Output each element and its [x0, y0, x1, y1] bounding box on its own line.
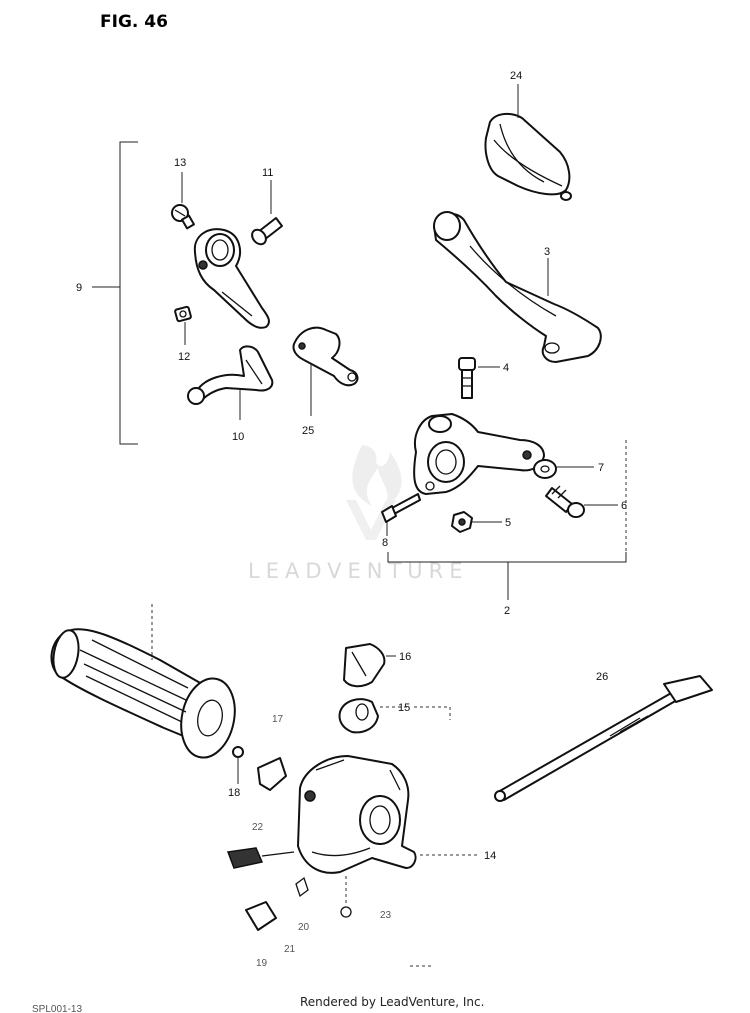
part-24-lever-cover	[484, 112, 572, 201]
watermark-text: LEADVENTURE	[248, 559, 469, 583]
callout-22: 22	[252, 822, 264, 833]
callout-11: 11	[262, 167, 273, 179]
part-7-washer	[533, 459, 557, 479]
part-9-lever-holder	[193, 228, 270, 329]
part-6-bolt	[545, 485, 585, 518]
part-18-screw	[232, 746, 244, 758]
part-15-clamp	[338, 698, 379, 734]
callout-8: 8	[382, 537, 388, 549]
callout-13: 13	[174, 157, 186, 169]
callout-18: 18	[228, 787, 240, 799]
callout-19: 19	[256, 958, 268, 969]
bracket-2	[387, 552, 627, 563]
callout-20: 20	[298, 922, 310, 933]
watermark-logo	[346, 445, 402, 540]
callout-10: 10	[232, 431, 244, 443]
callout-23: 23	[380, 910, 392, 921]
part-2-master-cylinder	[413, 413, 545, 495]
callout-14: 14	[484, 850, 496, 862]
part-16-clamp	[343, 643, 386, 688]
callout-21: 21	[284, 944, 296, 955]
callout-12: 12	[178, 351, 190, 363]
callout-24: 24	[510, 70, 522, 82]
part-13-screw	[171, 204, 195, 230]
callout-2: 2	[504, 605, 510, 617]
callout-9: 9	[76, 282, 82, 294]
part-11-pin	[251, 217, 283, 246]
part-5-nut	[451, 511, 473, 533]
drawing-code: SPL001-13	[32, 1004, 82, 1013]
callout-3: 3	[544, 246, 550, 258]
part-12-nut	[174, 305, 192, 323]
part-14-throttle-housing	[297, 755, 417, 874]
callout-6: 6	[621, 500, 627, 512]
callout-16: 16	[399, 651, 411, 663]
part-23-screw	[340, 876, 352, 918]
bracket-9	[119, 141, 138, 445]
callout-15: 15	[398, 702, 410, 714]
part-3-brake-lever	[433, 211, 602, 363]
callout-17: 17	[272, 714, 284, 725]
callout-26: 26	[596, 671, 608, 683]
figure-title: FIG. 46	[100, 12, 168, 32]
callout-25: 25	[302, 425, 314, 437]
part-26-cable	[494, 675, 713, 802]
part-10-lever	[187, 345, 274, 405]
part-22-switch	[226, 847, 295, 869]
footer-credit: Rendered by LeadVenture, Inc.	[300, 995, 484, 1009]
handlebar-grip	[50, 628, 236, 759]
callout-4: 4	[503, 362, 509, 374]
callout-7: 7	[598, 462, 604, 474]
part-20-spring	[295, 876, 309, 898]
part-19-knob	[245, 901, 277, 931]
part-8-bolt	[381, 493, 421, 523]
callout-5: 5	[505, 517, 511, 529]
part-17-plate	[257, 757, 287, 791]
part-4-bolt	[458, 357, 476, 399]
part-25-bracket	[292, 326, 359, 387]
